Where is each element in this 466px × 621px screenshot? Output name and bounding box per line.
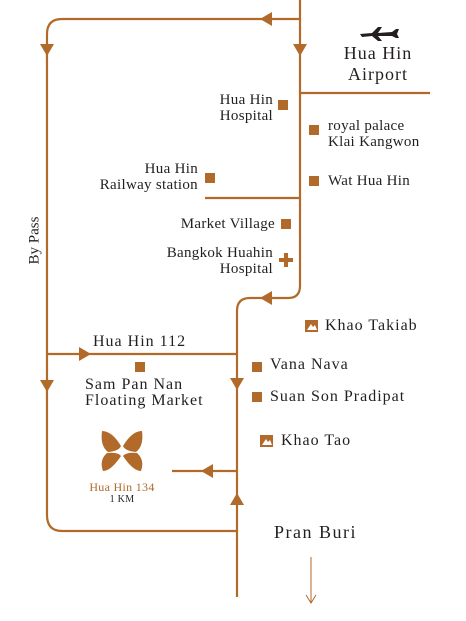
sam-pan-nan-line1: Sam Pan Nan — [85, 376, 184, 393]
arrow-left-curve — [260, 291, 272, 305]
royal-palace-line1: royal palace — [328, 118, 405, 134]
bangkok-hospital-line2: Hospital — [219, 261, 273, 277]
bangkok-hospital-label: Bangkok Huahin Hospital — [140, 245, 273, 277]
marker-railway — [205, 173, 215, 183]
pran-buri-arrow — [305, 557, 317, 604]
arrow-down-bypass-1 — [40, 44, 54, 56]
royal-palace-line2: Klai Kangwon — [328, 134, 420, 150]
suan-son-label: Suan Son Pradipat — [270, 388, 406, 405]
railway-label: Hua Hin Railway station — [60, 161, 198, 193]
airplane-icon — [360, 27, 399, 41]
bypass-label: By Pass — [26, 216, 43, 265]
arrow-left-134 — [201, 464, 213, 478]
wat-label: Wat Hua Hin — [328, 173, 411, 189]
marker-vana-nava — [252, 362, 262, 372]
khao-takiab-label: Khao Takiab — [325, 317, 418, 334]
sam-pan-nan-line2: Floating Market — [85, 392, 204, 409]
airport-label: Hua Hin Airport — [333, 43, 423, 85]
hua-hin-134-name: Hua Hin 134 — [89, 480, 155, 494]
hospital-cross-icon — [279, 253, 293, 267]
vana-nava-label: Vana Nava — [270, 356, 349, 373]
pran-buri-label: Pran Buri — [274, 522, 357, 542]
hua-hin-112-label: Hua Hin 112 — [93, 333, 187, 350]
bangkok-hospital-line1: Bangkok Huahin — [166, 245, 273, 261]
market-village-label: Market Village — [180, 216, 275, 232]
hua-hin-134-label: Hua Hin 134 1 KM — [72, 480, 172, 506]
mountain-icon-takiab — [305, 320, 318, 332]
marker-hospital — [278, 100, 288, 110]
mountain-icon-khao-tao — [260, 435, 273, 447]
airport-line2: Airport — [348, 64, 408, 84]
hospital-label: Hua Hin Hospital — [170, 92, 273, 124]
sam-pan-nan-label: Sam Pan Nan Floating Market — [85, 377, 204, 409]
marker-suan-son — [252, 392, 262, 402]
marker-royal-palace — [309, 125, 319, 135]
marker-market-village — [281, 219, 291, 229]
railway-line1: Hua Hin — [144, 161, 198, 177]
top-road — [45, 17, 300, 533]
marker-sam-pan-nan — [135, 362, 145, 372]
arrow-right-112 — [79, 347, 91, 361]
arrow-down-bypass-2 — [40, 380, 54, 392]
royal-palace-label: royal palace Klai Kangwon — [328, 118, 420, 150]
hospital-line1: Hua Hin — [219, 92, 273, 108]
arrow-up-south — [230, 493, 244, 505]
arrow-down-main — [293, 44, 307, 56]
khao-tao-label: Khao Tao — [281, 432, 352, 449]
railway-line2: Railway station — [99, 177, 198, 193]
airport-line1: Hua Hin — [343, 43, 413, 63]
hua-hin-134-distance: 1 KM — [109, 494, 135, 505]
hospital-line2: Hospital — [219, 108, 273, 124]
arrow-left-top — [260, 12, 272, 26]
marker-wat — [309, 176, 319, 186]
butterfly-logo — [101, 431, 143, 471]
arrow-down-south-1 — [230, 378, 244, 390]
